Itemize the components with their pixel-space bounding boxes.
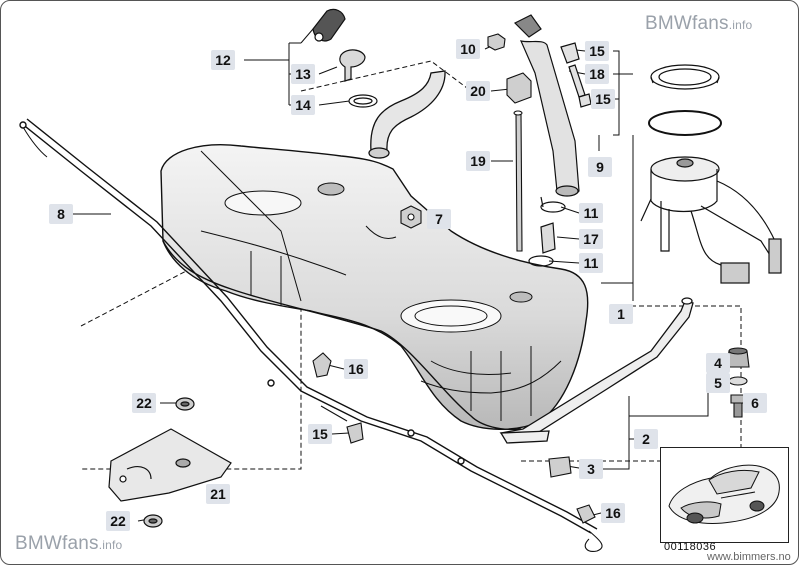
callout-6: 6 xyxy=(743,393,767,413)
fuel-tank xyxy=(160,144,589,431)
callout-11-top: 11 xyxy=(579,203,603,223)
callout-9: 9 xyxy=(588,157,612,177)
callout-17: 17 xyxy=(579,229,603,249)
diagram-reference-code: 00118036 xyxy=(664,541,717,553)
watermark-bottom: BMWfans.info xyxy=(15,533,122,555)
callout-16-upper: 16 xyxy=(344,359,368,379)
site-credit: www.bimmers.no xyxy=(707,551,791,563)
tank-details xyxy=(200,182,562,421)
watermark-top-brand: BMWfans xyxy=(645,13,729,34)
watermark-bottom-suffix: .info xyxy=(98,538,123,552)
callout-22-upper: 22 xyxy=(132,393,156,413)
callout-15-top: 15 xyxy=(585,41,609,61)
callout-19: 19 xyxy=(466,151,490,171)
callout-22-lower: 22 xyxy=(106,511,130,531)
callout-14: 14 xyxy=(291,95,315,115)
fuel-cap-assembly xyxy=(312,8,378,108)
small-parts-mid xyxy=(312,205,596,524)
callout-2: 2 xyxy=(634,429,658,449)
callout-7: 7 xyxy=(427,209,451,229)
hose-and-clamps xyxy=(528,196,566,267)
callout-10: 10 xyxy=(456,39,480,59)
callout-15-mid: 15 xyxy=(591,89,615,109)
tank-strap xyxy=(499,297,694,444)
watermark-bottom-brand: BMWfans xyxy=(15,533,99,554)
callout-8: 8 xyxy=(49,204,73,224)
heat-shield xyxy=(108,397,232,528)
callout-12: 12 xyxy=(211,50,235,70)
callout-3: 3 xyxy=(579,459,603,479)
callout-21: 21 xyxy=(206,484,230,504)
watermark-top-suffix: .info xyxy=(728,18,753,32)
fuel-line xyxy=(19,118,603,552)
callout-1: 1 xyxy=(609,304,633,324)
small-parts-top xyxy=(487,33,532,252)
callout-13: 13 xyxy=(291,64,315,84)
watermark-top: BMWfans.info xyxy=(645,13,752,35)
callout-5: 5 xyxy=(706,373,730,393)
callout-11-bottom: 11 xyxy=(579,253,603,273)
fuel-sender-unit xyxy=(640,64,782,284)
callout-15-lower: 15 xyxy=(308,424,332,444)
car-silhouette-icon xyxy=(668,464,780,524)
callout-18: 18 xyxy=(585,64,609,84)
callout-16-lower: 16 xyxy=(601,503,625,523)
filler-neck-left xyxy=(368,70,446,159)
callout-20: 20 xyxy=(466,81,490,101)
vehicle-inset xyxy=(660,447,789,543)
callout-4: 4 xyxy=(706,353,730,373)
filler-pipe-right xyxy=(513,14,592,197)
